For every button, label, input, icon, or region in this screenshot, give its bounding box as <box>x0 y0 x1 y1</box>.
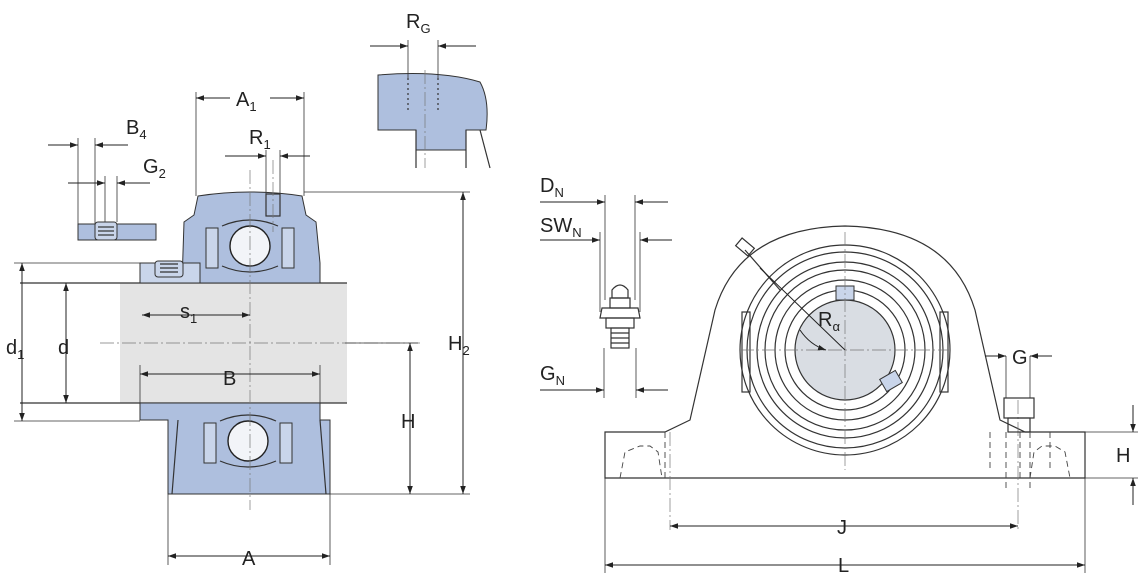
front-view: DN SWN GN Rα G H J L <box>540 175 1138 573</box>
grease-nipple-detail <box>599 284 641 349</box>
section-view: RG A1 B4 R1 G2 s1 d1 d B H2 H A <box>6 11 491 570</box>
label-h-right: H <box>1116 445 1130 467</box>
label-a1: A1 <box>236 89 257 114</box>
label-h2: H2 <box>448 333 470 358</box>
detail-rg <box>377 73 488 151</box>
label-dn: DN <box>540 175 564 200</box>
label-ra: Rα <box>818 309 840 334</box>
label-h-left: H <box>401 411 415 433</box>
label-rg: RG <box>406 11 431 36</box>
label-l: L <box>838 555 849 573</box>
housing-base-front <box>604 225 1086 479</box>
label-s1: s1 <box>180 301 197 326</box>
label-a: A <box>242 548 256 570</box>
label-gn: GN <box>540 363 565 388</box>
label-d1: d1 <box>6 337 24 362</box>
label-b4: B4 <box>126 117 147 142</box>
label-g2: G2 <box>143 156 166 181</box>
ball-bottom <box>227 420 269 462</box>
label-r1: R1 <box>249 127 271 152</box>
label-g: G <box>1012 347 1028 369</box>
label-b: B <box>223 368 236 390</box>
label-d: d <box>58 337 69 359</box>
label-swn: SWN <box>540 215 582 240</box>
label-j: J <box>837 517 847 539</box>
